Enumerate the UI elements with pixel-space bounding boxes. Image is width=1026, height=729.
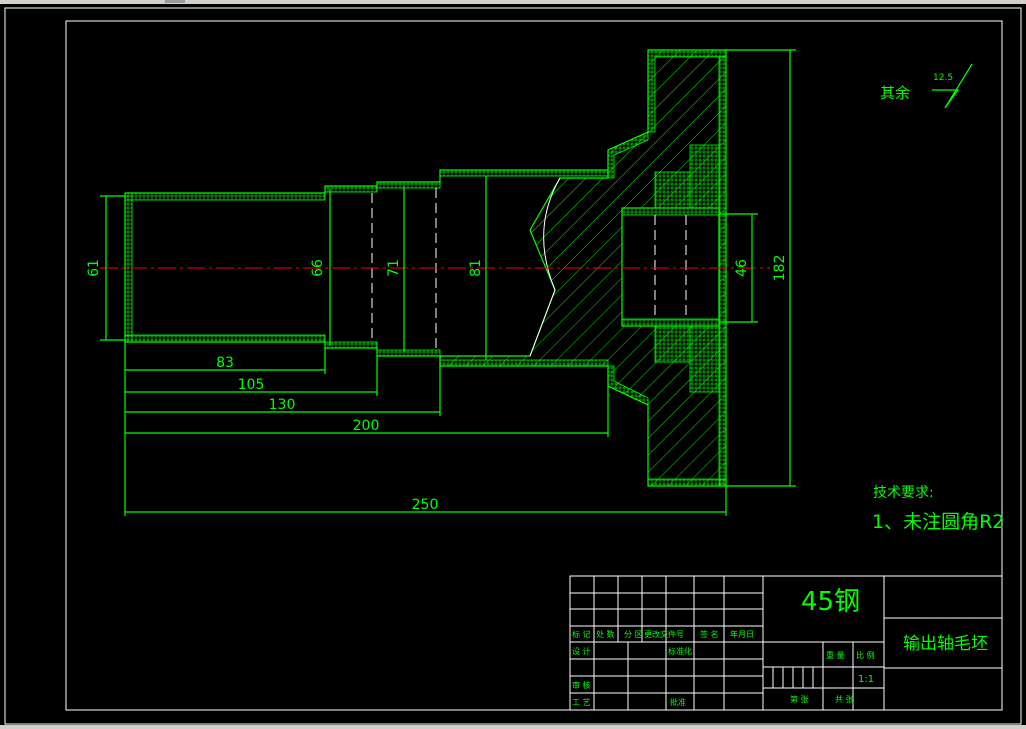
part-name-text: 输出轴毛坯 [903, 634, 988, 654]
row-approve: 批准 [670, 697, 686, 707]
scale-value: 1:1 [858, 674, 874, 685]
bore [621, 207, 720, 327]
window-bottom-bar [0, 725, 1026, 729]
allowance-seg1-bottom [124, 334, 326, 343]
title-block [569, 575, 1003, 711]
header-mark: 标 记 [572, 629, 591, 639]
diameter-dimensions [100, 49, 796, 487]
row-process: 工 艺 [572, 698, 591, 707]
allowance-seg4-top [439, 169, 609, 177]
row-standard: 标准化 [668, 646, 692, 656]
dim-text-61: 61 [86, 259, 102, 277]
length-dimensions [124, 342, 727, 516]
row-review: 审 核 [572, 680, 591, 690]
allowance-seg4-bottom [439, 359, 609, 367]
allowance-seg3-top [376, 181, 441, 189]
inner-frame [65, 20, 1003, 711]
header-date: 年月日 [730, 629, 754, 639]
hub-allowance-upper [689, 144, 720, 216]
dim-text-66: 66 [310, 259, 326, 277]
dim-text-130: 130 [269, 397, 296, 413]
dim-text-71: 71 [386, 259, 402, 277]
outer-frame [4, 7, 1022, 725]
dim-text-81: 81 [468, 259, 484, 277]
finish-check-mark [932, 63, 973, 109]
header-change-doc: 更改文件号 [644, 629, 684, 639]
surface-finish-symbol: 其余 12.5 [880, 63, 973, 109]
weight-header: 重 量 [826, 650, 845, 660]
header-zone: 分 区 [624, 630, 643, 639]
dim-text-250: 250 [412, 497, 439, 513]
break-line [529, 177, 561, 357]
tech-req-item: 1、未注圆角R2 [872, 511, 1004, 533]
dim-text-105: 105 [238, 377, 265, 393]
row-design: 设 计 [572, 646, 591, 656]
header-count: 处 数 [596, 629, 615, 639]
window-top-bar [0, 0, 1026, 4]
material-text: 45钢 [801, 587, 860, 617]
top-bar-notch [165, 0, 185, 3]
allowance-seg2-top [324, 185, 378, 193]
header-sign: 签 名 [700, 629, 719, 639]
allowance-flange-right [718, 56, 727, 487]
hub-allowance-upper-left [654, 171, 691, 213]
part-outline [124, 49, 727, 487]
bore-allowance-bottom [621, 318, 720, 327]
dim-text-46: 46 [734, 259, 750, 277]
hub-allowance-lower [689, 321, 720, 393]
dim-text-182: 182 [772, 255, 788, 282]
sheet-total-label: 共 张 [835, 695, 854, 704]
surface-finish-value: 12.5 [933, 73, 953, 83]
surface-finish-label: 其余 [880, 84, 910, 102]
allowance-seg3-bottom [376, 349, 441, 357]
tech-req-title: 技术要求: [873, 485, 934, 501]
scale-header: 比 例 [856, 650, 875, 660]
allowance-seg1-top [124, 192, 326, 201]
allowance-seg2-bottom [324, 341, 378, 349]
sheet-number-label: 第 张 [790, 694, 809, 704]
dim-text-200: 200 [353, 418, 380, 434]
title-block-border [569, 575, 1003, 711]
allowance-flange-bottom [647, 478, 727, 487]
bore-allowance-top [621, 207, 720, 216]
hub-allowance-lower-left [654, 321, 691, 363]
dim-text-83: 83 [216, 355, 234, 371]
